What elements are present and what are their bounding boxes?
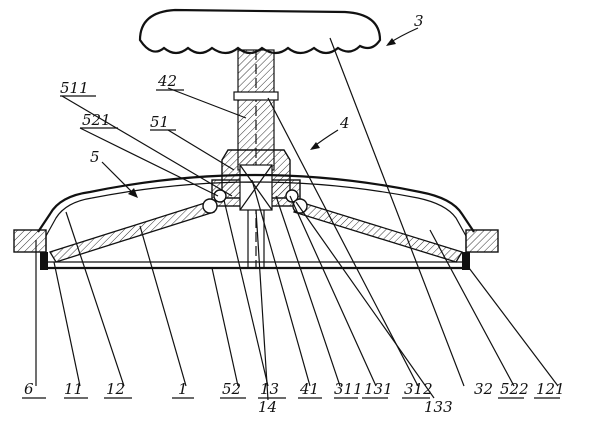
label-121: 121 <box>536 380 565 398</box>
label-133: 133 <box>424 398 453 416</box>
label-13: 13 <box>260 380 279 398</box>
left-linkage-rod <box>49 198 218 263</box>
label-14: 14 <box>258 398 277 416</box>
label-311: 311 <box>334 380 363 398</box>
hub-assembly <box>211 149 301 211</box>
label-3: 3 <box>414 12 424 30</box>
label-5: 5 <box>90 148 100 166</box>
label-522: 522 <box>500 380 529 398</box>
label-52: 52 <box>222 380 241 398</box>
label-underlines <box>22 89 560 399</box>
label-51: 51 <box>150 113 169 131</box>
lid-dome <box>37 173 475 233</box>
leader-lines <box>35 37 559 401</box>
label-32: 32 <box>474 380 493 398</box>
label-6: 6 <box>24 380 34 398</box>
right-latch <box>462 229 499 270</box>
label-521: 521 <box>82 111 111 129</box>
label-4: 4 <box>339 114 350 132</box>
label-131: 131 <box>364 380 393 398</box>
handle-knob <box>138 8 382 55</box>
right-linkage-rod <box>292 198 463 263</box>
label-41: 41 <box>299 380 319 398</box>
label-1: 1 <box>178 380 188 398</box>
label-12: 12 <box>106 380 125 398</box>
label-511: 511 <box>60 79 89 97</box>
arrow-5 <box>101 161 137 197</box>
label-11: 11 <box>64 380 83 398</box>
left-latch <box>13 229 48 270</box>
label-312: 312 <box>404 380 433 398</box>
label-42: 42 <box>157 72 177 90</box>
